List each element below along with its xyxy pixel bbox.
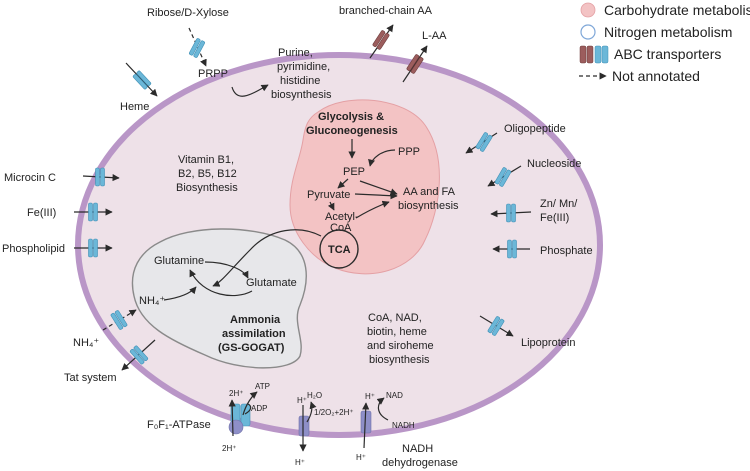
bcaa-label: branched-chain AA [339,5,433,17]
ppp-label: PPP [398,146,420,158]
ammonia-line-3: (GS-GOGAT) [218,342,285,354]
aafa-line-2: biosynthesis [398,200,459,212]
glutamate-label: Glutamate [246,277,297,289]
prpp-label: PRPP [198,68,228,80]
phosphate-transporter: Phosphate [492,239,593,259]
nadh-h-bottom-label: H⁺ [356,453,366,462]
znmnfe-label-1: Zn/ Mn/ [540,198,578,210]
nucleoside-transporter: Nucleoside [487,158,581,188]
legend-abc-swatch [579,45,609,64]
tca-label: TCA [328,244,351,256]
tca-cycle [319,229,359,269]
purine-line-4: biosynthesis [271,89,332,101]
legend: Carbohydrate metabolism Nitrogen metabol… [579,2,750,84]
h2o-label: H₂O [307,391,322,400]
laa-transporter: L-AA [402,30,447,83]
glycolysis-line-2: Gluconeogenesis [306,125,398,137]
heme-transporter: Heme [120,62,158,113]
purine-line-2: pyrimidine, [277,61,330,73]
legend-nitrogen-swatch [580,24,596,40]
laa-label: L-AA [422,30,447,42]
glycolysis-line-1: Glycolysis & [318,111,384,123]
microcin-label: Microcin C [4,172,56,184]
pep-label: PEP [343,166,365,178]
bcaa-transporter: branched-chain AA [339,5,433,59]
legend-abc-label: ABC transporters [614,46,721,62]
phosphate-label: Phosphate [540,245,593,257]
heme-label: Heme [120,101,149,113]
nitrogen-region [131,228,307,369]
nadh-h-top-label: H⁺ [365,392,375,401]
phospholipid-transporter: Phospholipid [2,238,113,258]
legend-carbohydrate-swatch [580,2,596,18]
coa-line-1: CoA, NAD, [368,312,422,324]
znmnfe-transporter: Zn/ Mn/ Fe(III) [490,198,578,224]
microcin-transporter: Microcin C [4,167,120,187]
tat-transporter: Tat system [64,339,156,384]
nadh-label: NADH [392,421,415,430]
tat-label: Tat system [64,372,117,384]
pyruvate-label: Pyruvate [307,189,350,201]
nad-label: NAD [386,391,403,400]
aafa-line-1: AA and FA [403,186,456,198]
purine-line-3: histidine [280,75,320,87]
atpase-complex: 2H⁺ ATP ADP 2H⁺ F₀F₁-ATPase [147,382,270,453]
lipoprotein-label: Lipoprotein [521,337,575,349]
legend-carbohydrate-label: Carbohydrate metabolism [604,2,750,18]
coa-line-4: biosynthesis [369,354,430,366]
h2-top-label: 2H⁺ [229,389,243,398]
half-o2-label: 1/2O₂+2H⁺ [314,408,354,417]
legend-nitrogen-label: Nitrogen metabolism [604,24,732,40]
h-out-label: H⁺ [295,458,305,467]
ammonia-line-1: Ammonia [230,314,281,326]
coa-line-2: biotin, heme [367,326,427,338]
vitamin-line-3: Biosynthesis [176,182,238,194]
fe3-transporter: Fe(III) [27,202,113,222]
legend-not-annotated-label: Not annotated [612,68,700,84]
nucleoside-label: Nucleoside [527,158,581,170]
carbohydrate-region [289,99,440,275]
fe3-label: Fe(III) [27,207,56,219]
acetylcoa-line-1: Acetyl- [325,211,359,223]
oligopeptide-label: Oligopeptide [504,123,566,135]
purine-line-1: Purine, [278,47,313,59]
phospholipid-label: Phospholipid [2,243,65,255]
ribose-transporter: Ribose/D-Xylose [147,7,229,67]
ammonia-line-2: assimilation [222,328,286,340]
nadh-dh-line-2: dehydrogenase [382,457,458,469]
h-in-label: H⁺ [297,396,307,405]
oligopeptide-transporter: Oligopeptide [465,123,566,154]
znmnfe-label-2: Fe(III) [540,212,569,224]
nadh-dehydrogenase-complex: H⁺ NAD NADH H⁺ NADH dehydrogenase [356,391,458,469]
glutamine-label: Glutamine [154,255,204,267]
nh4-transporter: NH₄⁺ [73,309,137,349]
coa-line-3: and siroheme [367,340,434,352]
nh4-in-label: NH₄⁺ [139,295,165,307]
nadh-dh-line-1: NADH [402,443,433,455]
atpase-label: F₀F₁-ATPase [147,419,211,431]
atp-label: ATP [255,382,270,391]
lipoprotein-transporter: Lipoprotein [479,315,575,349]
h2-bottom-label: 2H⁺ [222,444,236,453]
nh4-out-label: NH₄⁺ [73,337,99,349]
adp-label: ADP [251,404,267,413]
vitamin-line-2: B2, B5, B12 [178,168,237,180]
vitamin-line-1: Vitamin B1, [178,154,234,166]
oxidase-complex: H₂O H⁺ 1/2O₂+2H⁺ H⁺ [295,391,354,467]
ribose-label: Ribose/D-Xylose [147,7,229,19]
